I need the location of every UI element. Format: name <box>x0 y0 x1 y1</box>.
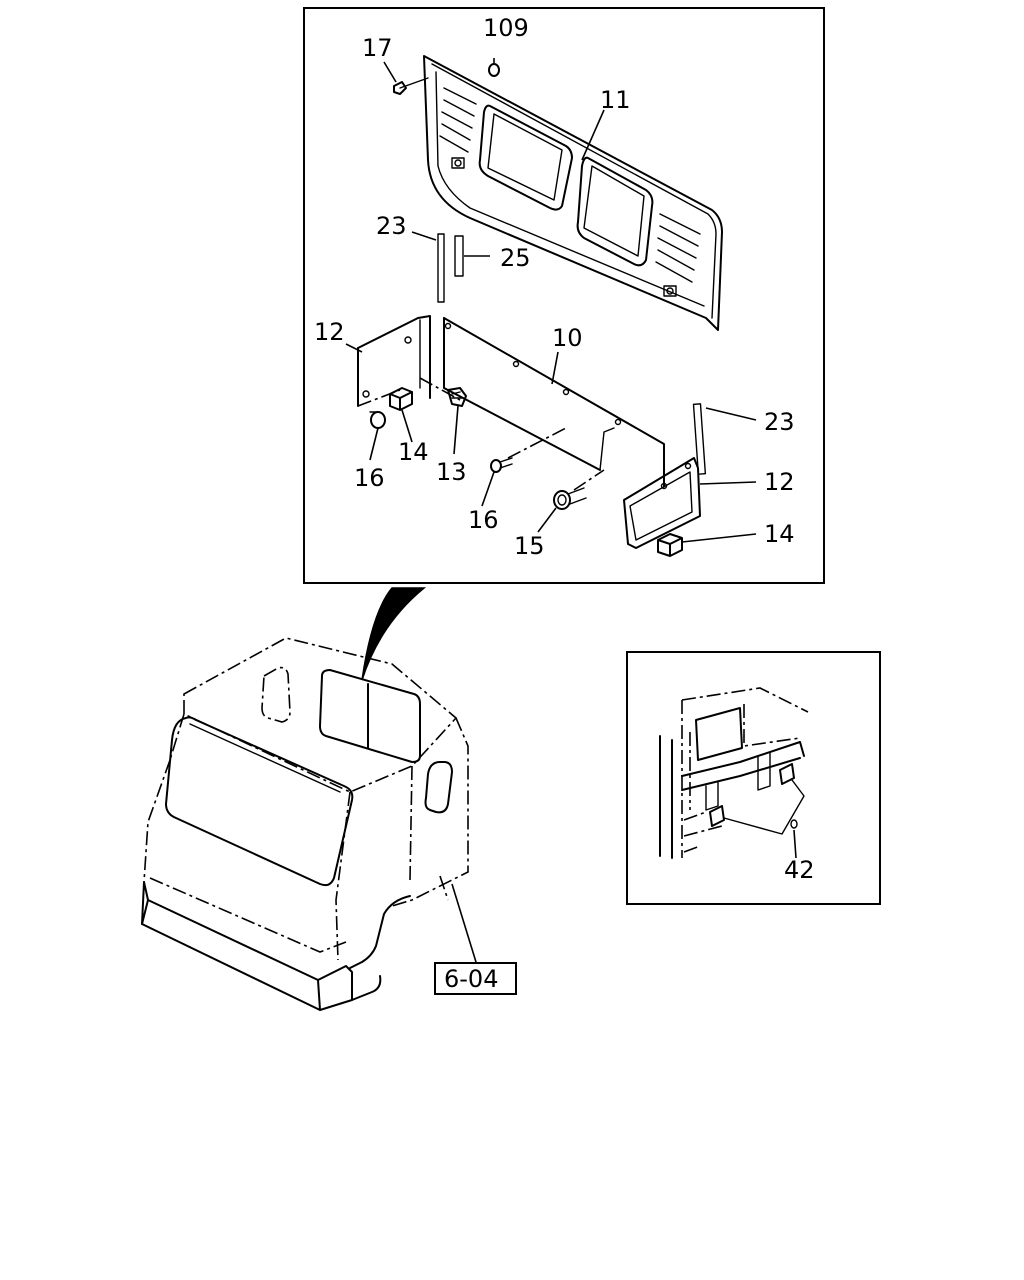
callout-12-right: 12 <box>764 468 795 496</box>
callout-14-left: 14 <box>398 438 429 466</box>
leader-42 <box>793 829 797 859</box>
grommet-ring <box>488 63 500 77</box>
truck-cab-outline <box>141 637 469 1011</box>
push-fastener <box>447 387 467 407</box>
callout-42: 42 <box>784 856 815 884</box>
leader-6-04 <box>451 883 477 963</box>
callout-17: 17 <box>362 34 393 62</box>
panel-clip <box>393 77 429 95</box>
callout-109: 109 <box>483 14 529 42</box>
callout-25: 25 <box>500 244 531 272</box>
detail-inset-frame <box>626 651 881 905</box>
view-pointer-arrow <box>361 587 427 681</box>
callout-23-right: 23 <box>764 408 795 436</box>
rear-window-trim-panel <box>423 55 723 331</box>
edge-molding-rods <box>437 233 707 475</box>
leader-lines <box>345 58 757 543</box>
callout-16-left: 16 <box>354 464 385 492</box>
exploded-view-frame <box>303 7 825 584</box>
right-side-bracket <box>623 457 701 549</box>
callout-15: 15 <box>514 532 545 560</box>
bolt <box>553 487 587 510</box>
callout-10: 10 <box>552 324 583 352</box>
callout-11: 11 <box>600 86 631 114</box>
pad-blocks <box>389 387 683 557</box>
callout-13: 13 <box>436 458 467 486</box>
callout-14-right: 14 <box>764 520 795 548</box>
lower-back-panel <box>357 315 665 491</box>
callout-16-center: 16 <box>468 506 499 534</box>
callout-23-upper: 23 <box>376 212 407 240</box>
detail-inset-view <box>659 687 809 859</box>
reference-box-label: 6-04 <box>444 965 498 993</box>
callout-12-left: 12 <box>314 318 345 346</box>
reference-box <box>434 962 517 995</box>
